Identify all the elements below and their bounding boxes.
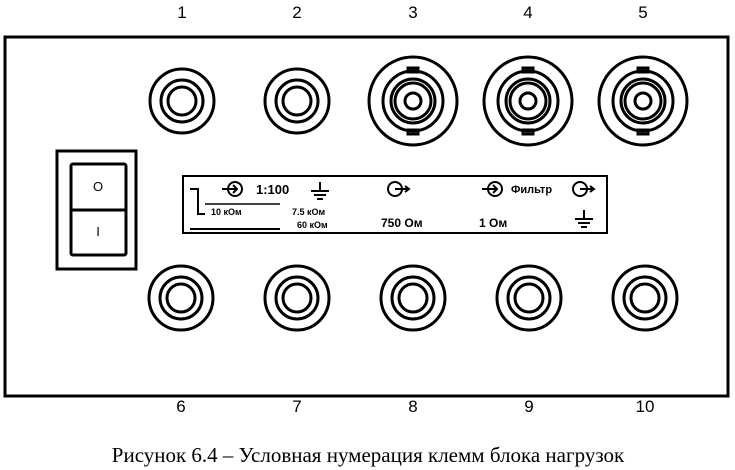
terminal-number-2: 2 — [292, 3, 301, 22]
terminal-jack-6 — [147, 264, 215, 332]
terminal-number-8: 8 — [408, 397, 417, 416]
front-panel — [3, 35, 730, 398]
input-icon — [222, 181, 243, 197]
resistance-60k: 60 кОм — [297, 220, 328, 230]
bnc-connector-5 — [597, 55, 689, 147]
input-icon — [482, 181, 503, 197]
ratio-label: 1:100 — [256, 182, 289, 197]
terminal-jack-8 — [379, 264, 447, 332]
terminal-jack-9 — [495, 264, 563, 332]
mode-label-panel: 1:100 Фильтр 10 кОм 7.5 кОм 60 кОм 750 О… — [182, 175, 608, 234]
output-icon — [572, 181, 596, 197]
ground-icon — [311, 182, 329, 200]
terminal-number-6: 6 — [176, 397, 185, 416]
terminal-number-4: 4 — [523, 3, 532, 22]
terminal-number-3: 3 — [408, 3, 417, 22]
switch-on-label: I — [96, 224, 100, 239]
power-switch: O I — [55, 149, 138, 271]
bracket-line — [190, 188, 205, 215]
terminal-jack-1 — [148, 67, 216, 135]
bnc-connector-3 — [367, 55, 459, 147]
terminal-number-10: 10 — [636, 397, 655, 416]
terminal-number-9: 9 — [524, 397, 533, 416]
bnc-connector-4 — [482, 55, 574, 147]
terminal-number-1: 1 — [177, 3, 186, 22]
terminal-number-5: 5 — [638, 3, 647, 22]
filter-label: Фильтр — [511, 184, 552, 196]
terminal-jack-2 — [263, 67, 331, 135]
resistance-7-5k: 7.5 кОм — [292, 207, 326, 217]
output-icon — [387, 181, 411, 197]
resistance-750: 750 Ом — [381, 216, 423, 230]
resistance-1: 1 Ом — [479, 216, 507, 230]
terminal-jack-10 — [611, 264, 679, 332]
terminal-number-7: 7 — [292, 397, 301, 416]
resistance-10k: 10 кОм — [211, 207, 242, 217]
terminal-jack-7 — [263, 264, 331, 332]
figure-caption: Рисунок 6.4 – Условная нумерация клемм б… — [112, 443, 625, 467]
switch-off-label: O — [93, 179, 103, 194]
ground-icon — [575, 210, 593, 228]
